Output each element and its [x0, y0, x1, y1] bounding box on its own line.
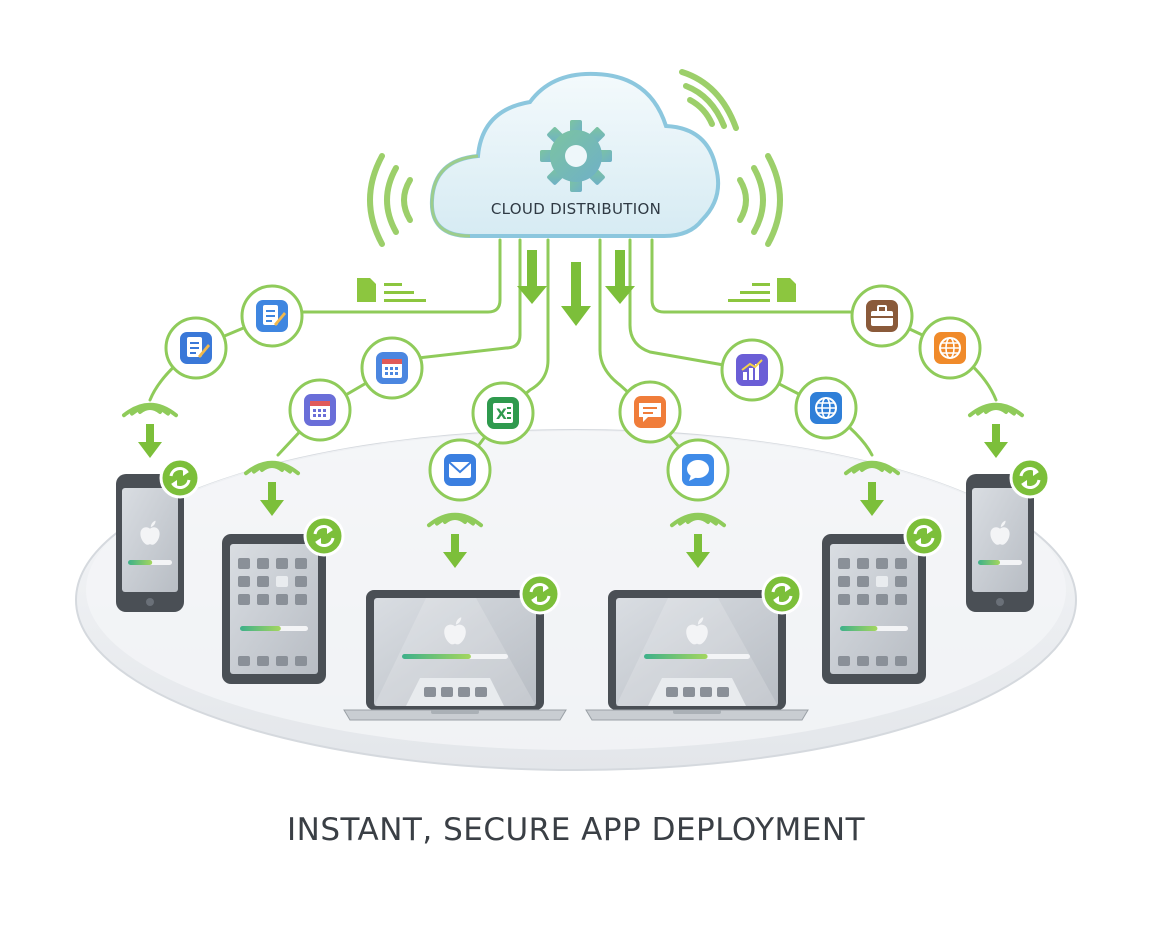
page-title: INSTANT, SECURE APP DEPLOYMENT [286, 812, 866, 848]
tablet-device [222, 515, 345, 684]
notes-icon [164, 316, 228, 380]
chat-bubble-icon [618, 380, 682, 444]
devices [116, 457, 1051, 721]
calendar-grid-icon [360, 336, 424, 400]
cloud-label: CLOUD DISTRIBUTION [490, 200, 662, 218]
download-arrow-icon [138, 424, 162, 458]
progress-bar [840, 626, 908, 631]
mail-icon [428, 438, 492, 502]
platform-top [86, 430, 1066, 750]
app-grid-icon [838, 558, 907, 605]
download-arrow-icon [984, 424, 1008, 458]
apple-logo-icon [444, 617, 466, 645]
progress-bar [978, 560, 1022, 565]
file-transfer-icon [728, 278, 796, 302]
sync-icon [519, 573, 561, 615]
sync-icon [761, 573, 803, 615]
document-edit-icon [240, 284, 304, 348]
progress-bar [240, 626, 308, 631]
wifi-signal-icon [122, 402, 178, 418]
apple-logo-icon [686, 617, 708, 645]
file-transfer-icon [357, 278, 426, 302]
wifi-signal-icon [670, 512, 726, 528]
app-dock [406, 678, 504, 706]
download-arrow-icon [860, 482, 884, 516]
laptop-device [585, 573, 809, 721]
progress-bar [402, 654, 508, 659]
svg-text:X: X [496, 407, 507, 423]
phone-device [116, 457, 201, 612]
laptop-device [343, 573, 567, 721]
briefcase-icon [850, 284, 914, 348]
message-bubble-icon [666, 438, 730, 502]
wifi-signal-icon [968, 402, 1024, 418]
apple-logo-icon [990, 520, 1010, 545]
phone-device [966, 457, 1051, 612]
spreadsheet-icon: X [471, 381, 535, 445]
download-arrow-icon [260, 482, 284, 516]
gear-icon [540, 120, 612, 192]
web-globe-icon [918, 316, 982, 380]
progress-bar [644, 654, 750, 659]
tablet-device [822, 515, 945, 684]
wifi-signal-icon [244, 460, 300, 476]
sync-icon [903, 515, 945, 557]
growth-chart-icon [720, 338, 784, 402]
wifi-signal-icon [427, 512, 483, 528]
sync-icon [303, 515, 345, 557]
sync-icon [159, 457, 201, 499]
download-arrows [517, 250, 635, 326]
apple-logo-icon [140, 520, 160, 545]
app-nodes: X [164, 284, 982, 502]
download-arrow-icon [686, 534, 710, 568]
download-arrow-icon [443, 534, 467, 568]
wifi-signal-icon [844, 460, 900, 476]
progress-bar [128, 560, 172, 565]
globe-icon [794, 376, 858, 440]
app-dock [648, 678, 746, 706]
wifi-waves-icon [367, 69, 783, 247]
device-signals [122, 402, 1024, 568]
calendar-icon [288, 378, 352, 442]
sync-icon [1009, 457, 1051, 499]
app-grid-icon [238, 558, 307, 605]
